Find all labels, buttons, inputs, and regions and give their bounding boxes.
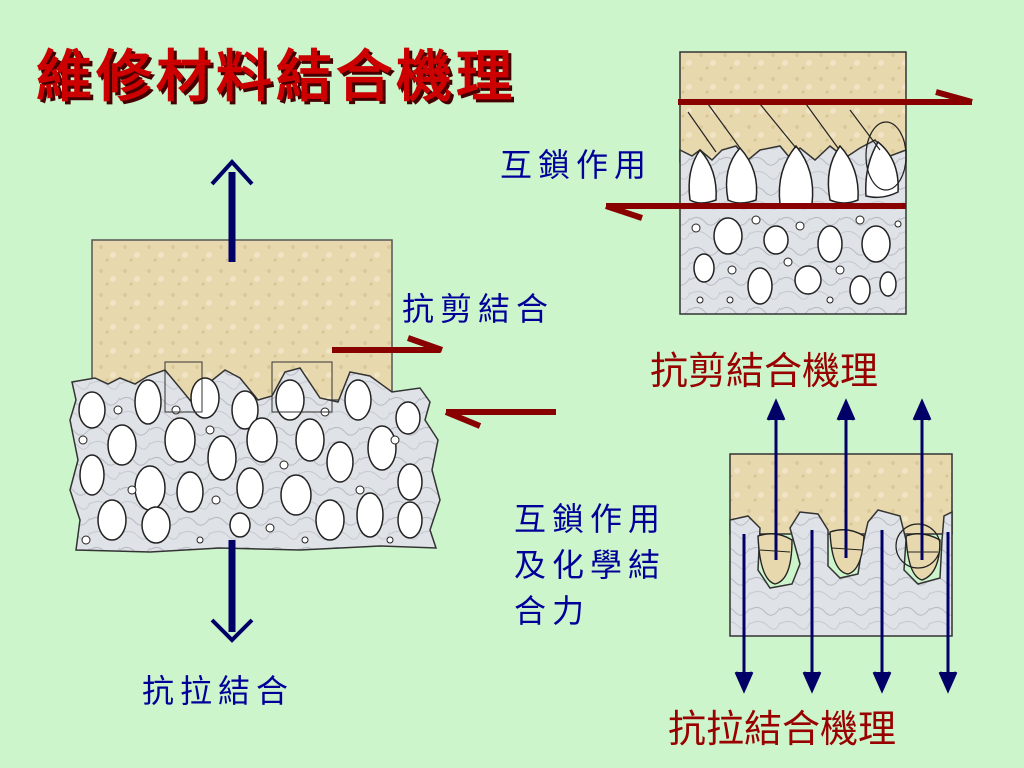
left-repair-layer	[91, 239, 393, 401]
shear-aggregates	[688, 140, 899, 305]
label-interlock-chemical-line1: 互鎖作用	[514, 500, 667, 538]
tensile-mech-arrows-up	[766, 398, 932, 560]
label-interlock-chemical-line2: 及化學結	[514, 546, 667, 584]
label-interlock-chemical-line3: 合力	[514, 592, 591, 630]
interlock-ticks	[759, 547, 938, 553]
label-interlock-top: 互鎖作用	[500, 146, 653, 184]
left-pores	[78, 405, 400, 545]
left-aggregates	[78, 377, 423, 544]
shear-mech-arrow-right	[678, 89, 973, 105]
label-shear-bond: 抗剪結合	[402, 290, 555, 328]
shear-mechanism-figure	[679, 51, 907, 315]
tensile-repair-layer	[729, 453, 953, 535]
label-tensile-mechanism: 抗拉結合機理	[668, 707, 897, 751]
label-tensile-bond: 抗拉結合	[142, 672, 295, 710]
shear-arrow-left	[444, 409, 556, 429]
label-interlock-chemical: 互鎖作用 及化學結 合力	[514, 496, 704, 634]
tensile-mech-arrows-down	[734, 530, 958, 694]
detail-box-1	[164, 361, 203, 413]
tensile-arrow-down	[210, 540, 254, 643]
tensile-mechanism-figure	[729, 453, 953, 637]
detail-box-2	[271, 361, 333, 413]
tensile-detail-circle	[895, 523, 941, 569]
left-specimen	[69, 239, 441, 553]
shear-pores	[691, 215, 902, 304]
slide-title: 維修材料結合機理	[36, 44, 516, 110]
shear-mech-arrow-left	[605, 203, 906, 221]
tensile-arrow-up	[210, 159, 254, 262]
shear-force-lines	[687, 103, 881, 153]
shear-arrow-right	[332, 335, 443, 353]
shear-detail-circle	[865, 121, 907, 191]
label-shear-mechanism: 抗剪結合機理	[650, 349, 879, 393]
